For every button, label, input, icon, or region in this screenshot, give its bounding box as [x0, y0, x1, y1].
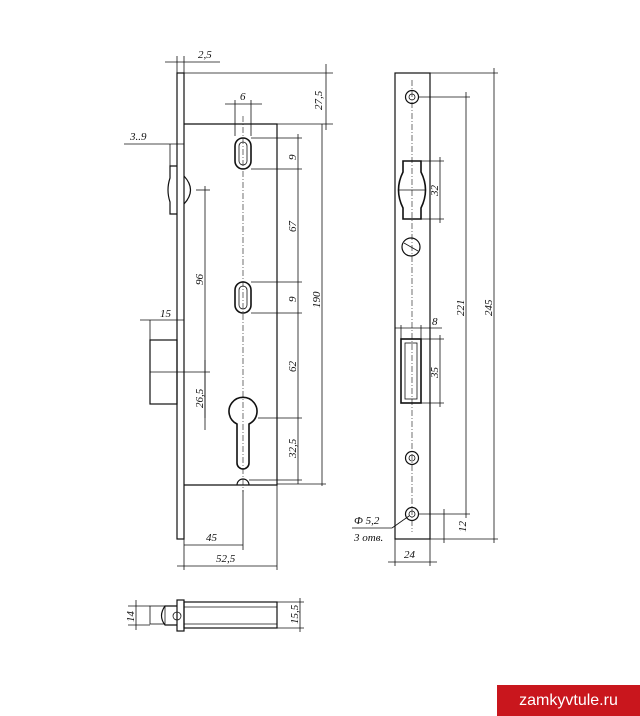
dim-faceplate-length: 245: [483, 299, 495, 316]
dim-total-depth: 52,5: [216, 553, 236, 565]
dim-hole-spacing: 221: [455, 300, 467, 317]
top-view-faceplate: [176, 599, 185, 632]
lock-body: [184, 123, 278, 486]
dim-slot-width: 6: [240, 91, 246, 103]
dim-top-offset: 27,5: [313, 90, 325, 110]
deadbolt-window: [400, 338, 422, 404]
screw-hole-middle: [404, 450, 420, 466]
top-view-body: [183, 601, 278, 629]
faceplate-outline: [394, 72, 431, 540]
dim-deadbolt-projection: 15: [160, 308, 172, 320]
dim-body-height: 190: [311, 291, 323, 308]
cylinder-hole: [228, 396, 258, 470]
dim-backset: 45: [206, 532, 218, 544]
dim-faceplate-width: 24: [404, 549, 416, 561]
top-view: 14 15,5: [125, 598, 304, 632]
dim-latch-projection: 3..9: [129, 131, 147, 143]
faceplate: [176, 72, 185, 540]
cam-hole: [401, 237, 421, 257]
top-slot: [234, 137, 252, 170]
dim-hole-diameter: Ф 5,2: [354, 515, 380, 527]
dim-slot-length-middle: 9: [287, 296, 299, 302]
dim-hole-count: 3 отв.: [353, 532, 383, 544]
faceplate-view: 32 221 245 8 35 12 Ф 5,2 3 отв. 24: [352, 68, 498, 566]
dim-deadbolt-offset: 26,5: [194, 388, 206, 408]
dim-slot-length-top: 9: [287, 154, 299, 160]
dim-deadbolt-window-width: 8: [432, 316, 438, 328]
top-view-latch: [160, 605, 177, 626]
dim-slot-spacing: 67: [287, 221, 299, 233]
dim-slot-to-cylinder: 62: [287, 361, 299, 373]
middle-slot: [234, 281, 252, 314]
dim-latch-to-cylinder: 96: [194, 274, 206, 286]
dim-body-thickness: 15,5: [289, 604, 301, 624]
dim-bottom-hole-offset: 12: [457, 521, 469, 533]
dim-deadbolt-window-height: 35: [429, 367, 441, 380]
dim-faceplate-thickness: 2,5: [198, 49, 212, 61]
site-watermark: zamkyvtule.ru: [497, 685, 640, 716]
dim-latch-window: 32: [429, 185, 441, 198]
latch-bolt: [167, 165, 177, 215]
front-view: 2,5 6 27,5 3..9 9 67 9 62 32,5 190: [124, 49, 333, 570]
dim-cylinder-height: 32,5: [287, 438, 299, 459]
dim-latch-thickness: 14: [125, 611, 137, 623]
